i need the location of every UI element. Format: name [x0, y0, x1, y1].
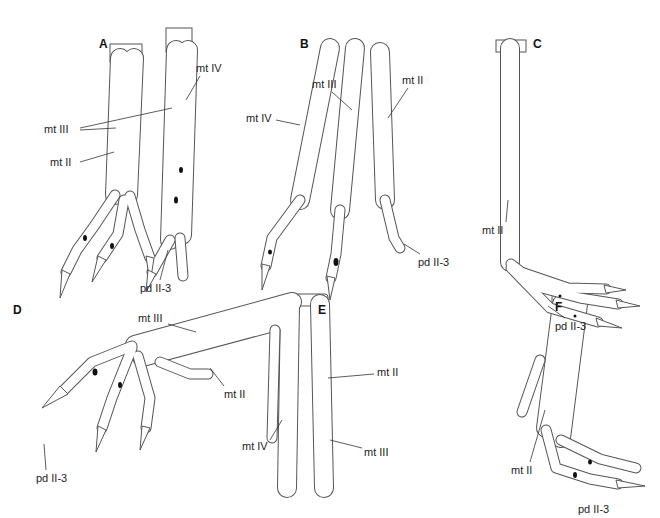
bone-label: pd II-3 — [555, 320, 586, 332]
bone-label: mt IV — [196, 62, 222, 74]
bone-label: pd II-3 — [36, 472, 67, 484]
bone-label: mt II — [511, 464, 532, 476]
bone-label: pd II-3 — [418, 256, 449, 268]
bone-label: mt III — [44, 123, 68, 135]
bone-label: mt II — [50, 156, 71, 168]
panel-letter: E — [318, 304, 326, 317]
bone-label: mt II — [224, 388, 245, 400]
panel-letter: D — [13, 304, 22, 317]
bone-label: mt II — [482, 224, 503, 236]
bone-label: mt IV — [246, 112, 272, 124]
panel-letter: F — [555, 301, 562, 314]
panel-letter: B — [300, 38, 309, 51]
bone-label: mt II — [377, 366, 398, 378]
bone-label: mt III — [312, 78, 336, 90]
bone-label: mt III — [364, 446, 388, 458]
panel-letter: A — [99, 38, 108, 51]
bone-label: pd II-3 — [578, 503, 609, 515]
bone-label: mt II — [402, 74, 423, 86]
bone-label: mt III — [138, 312, 162, 324]
bone-label: mt IV — [242, 440, 268, 452]
bone-label: pd II-3 — [140, 282, 171, 294]
panel-letter: C — [533, 38, 542, 51]
